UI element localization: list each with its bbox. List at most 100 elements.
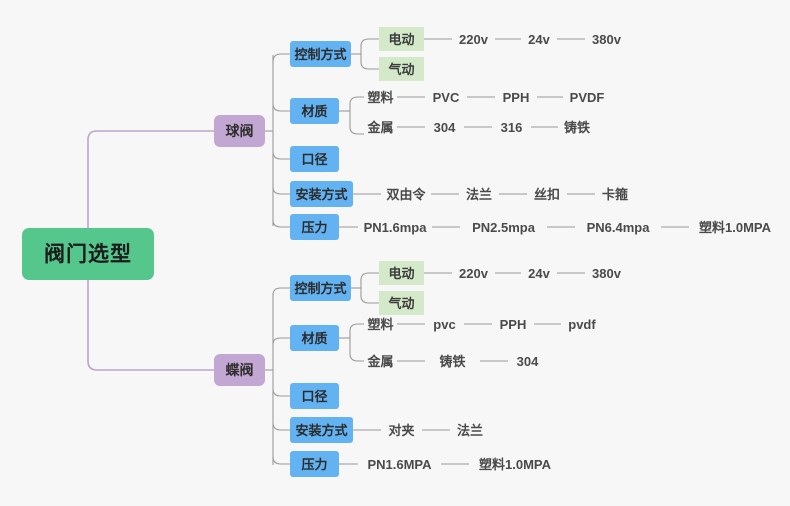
topic-node-pressure[interactable]: 压力 (290, 451, 339, 477)
topic-node-label: 控制方式 (294, 280, 347, 296)
leaf-node-label: 法兰 (465, 186, 492, 202)
leaf-node[interactable]: 铸铁 (558, 117, 596, 137)
topic-node-label: 材质 (301, 103, 328, 119)
leaf-node-label: PVDF (569, 89, 605, 105)
leaf-node-label: PN1.6MPA (367, 456, 432, 472)
leaf-node[interactable]: PN6.4mpa (575, 217, 661, 237)
leaf-node-label: 铸铁 (563, 119, 590, 135)
leaf-node-label: 380v (592, 31, 621, 47)
leaf-node-label: 304 (516, 353, 539, 369)
leaf-node[interactable]: PN1.6MPA (358, 454, 441, 474)
leaf-node-label: PN1.6mpa (363, 219, 427, 235)
subtopic-node-label: 金属 (367, 119, 394, 135)
subtopic-node-label: 电动 (388, 265, 415, 281)
topic-node-control-mode[interactable]: 控制方式 (290, 41, 351, 67)
leaf-node[interactable]: 316 (492, 117, 531, 137)
leaf-node-label: pvdf (568, 316, 596, 332)
leaf-node[interactable]: 24v (521, 263, 557, 283)
root-node-label: 阀门选型 (44, 242, 132, 266)
subtopic-node-pneumatic[interactable]: 气动 (379, 291, 424, 315)
topic-node-label: 安装方式 (295, 422, 348, 438)
subtopic-node-label: 电动 (388, 31, 415, 47)
topic-node-installation[interactable]: 安装方式 (290, 181, 353, 207)
leaf-node[interactable]: 380v (585, 263, 628, 283)
leaf-node-label: 丝扣 (533, 186, 560, 202)
topic-node-installation[interactable]: 安装方式 (290, 417, 353, 443)
leaf-node[interactable]: PVC (425, 87, 467, 107)
subtopic-node-metal[interactable]: 金属 (364, 117, 397, 137)
leaf-node-label: 380v (592, 265, 621, 281)
leaf-node-label: PPH (499, 316, 527, 332)
subtopic-node-pneumatic[interactable]: 气动 (379, 57, 424, 81)
topic-node-material[interactable]: 材质 (290, 325, 339, 351)
leaf-node[interactable]: 双由令 (381, 184, 431, 204)
leaf-node[interactable]: 380v (585, 29, 628, 49)
leaf-node-label: PVC (432, 89, 460, 105)
leaf-node[interactable]: 卡箍 (595, 184, 635, 204)
leaf-node-label: PPH (502, 89, 530, 105)
leaf-node[interactable]: PN2.5mpa (460, 217, 547, 237)
leaf-node[interactable]: 304 (425, 117, 464, 137)
leaf-node-label: 双由令 (386, 186, 426, 202)
topic-node-label: 安装方式 (295, 186, 348, 202)
leaf-node-label: 塑料1.0MPA (699, 219, 771, 235)
leaf-node[interactable]: PVDF (563, 87, 611, 107)
leaf-node[interactable]: 304 (508, 351, 547, 371)
leaf-node[interactable]: 对夹 (381, 420, 422, 440)
leaf-node[interactable]: PPH (495, 87, 537, 107)
topic-node-label: 控制方式 (294, 46, 347, 62)
leaf-node[interactable]: pvc (425, 314, 464, 334)
branch-node-butterfly-valve[interactable]: 蝶阀 (214, 354, 265, 386)
leaf-node[interactable]: 丝扣 (527, 184, 567, 204)
subtopic-node-plastic[interactable]: 塑料 (364, 87, 397, 107)
subtopic-node-electric[interactable]: 电动 (379, 261, 424, 285)
leaf-node-label: 24v (528, 31, 550, 47)
leaf-node-label: 220v (459, 265, 488, 281)
leaf-node-label: 铸铁 (439, 353, 466, 369)
subtopic-node-label: 气动 (388, 61, 415, 77)
topic-node-label: 口径 (301, 151, 328, 167)
leaf-node[interactable]: PN1.6mpa (358, 217, 432, 237)
leaf-node[interactable]: 铸铁 (425, 351, 480, 371)
subtopic-node-plastic[interactable]: 塑料 (364, 314, 397, 334)
leaf-node-label: 法兰 (456, 422, 483, 438)
leaf-node-label: 24v (528, 265, 550, 281)
leaf-node-label: 220v (459, 31, 488, 47)
leaf-node-label: PN6.4mpa (586, 219, 650, 235)
leaf-node-label: 塑料1.0MPA (479, 456, 551, 472)
leaf-node[interactable]: 24v (521, 29, 557, 49)
leaf-node[interactable]: pvdf (561, 314, 603, 334)
leaf-node[interactable]: PPH (492, 314, 534, 334)
leaf-node-label: pvc (433, 316, 456, 332)
leaf-node-label: 304 (433, 119, 456, 135)
leaf-node[interactable]: 塑料1.0MPA (469, 454, 561, 474)
branch-node-ball-valve[interactable]: 球阀 (214, 115, 265, 147)
subtopic-node-label: 塑料 (367, 316, 394, 332)
topic-node-label: 材质 (301, 330, 328, 346)
topic-node-pressure[interactable]: 压力 (290, 214, 339, 240)
subtopic-node-metal[interactable]: 金属 (364, 351, 397, 371)
leaf-node[interactable]: 220v (452, 29, 495, 49)
topic-node-diameter[interactable]: 口径 (290, 383, 339, 409)
leaf-node-label: 316 (500, 119, 523, 135)
topic-node-diameter[interactable]: 口径 (290, 146, 339, 172)
subtopic-node-electric[interactable]: 电动 (379, 27, 424, 51)
topic-node-control-mode[interactable]: 控制方式 (290, 275, 351, 301)
branch-node-label: 蝶阀 (225, 362, 254, 378)
leaf-node-label: 卡箍 (601, 186, 628, 202)
leaf-node[interactable]: 法兰 (450, 420, 490, 440)
subtopic-node-label: 气动 (388, 295, 415, 311)
topic-node-label: 压力 (301, 219, 328, 235)
leaf-node[interactable]: 塑料1.0MPA (689, 217, 781, 237)
subtopic-node-label: 金属 (367, 353, 394, 369)
topic-node-label: 口径 (301, 388, 328, 404)
leaf-node-label: PN2.5mpa (472, 219, 535, 235)
leaf-node[interactable]: 220v (452, 263, 495, 283)
leaf-node[interactable]: 法兰 (459, 184, 499, 204)
subtopic-node-label: 塑料 (367, 89, 394, 105)
topic-node-label: 压力 (301, 456, 328, 472)
topic-node-material[interactable]: 材质 (290, 98, 339, 124)
root-node-valve-selection[interactable]: 阀门选型 (22, 228, 154, 280)
branch-node-label: 球阀 (225, 123, 254, 139)
